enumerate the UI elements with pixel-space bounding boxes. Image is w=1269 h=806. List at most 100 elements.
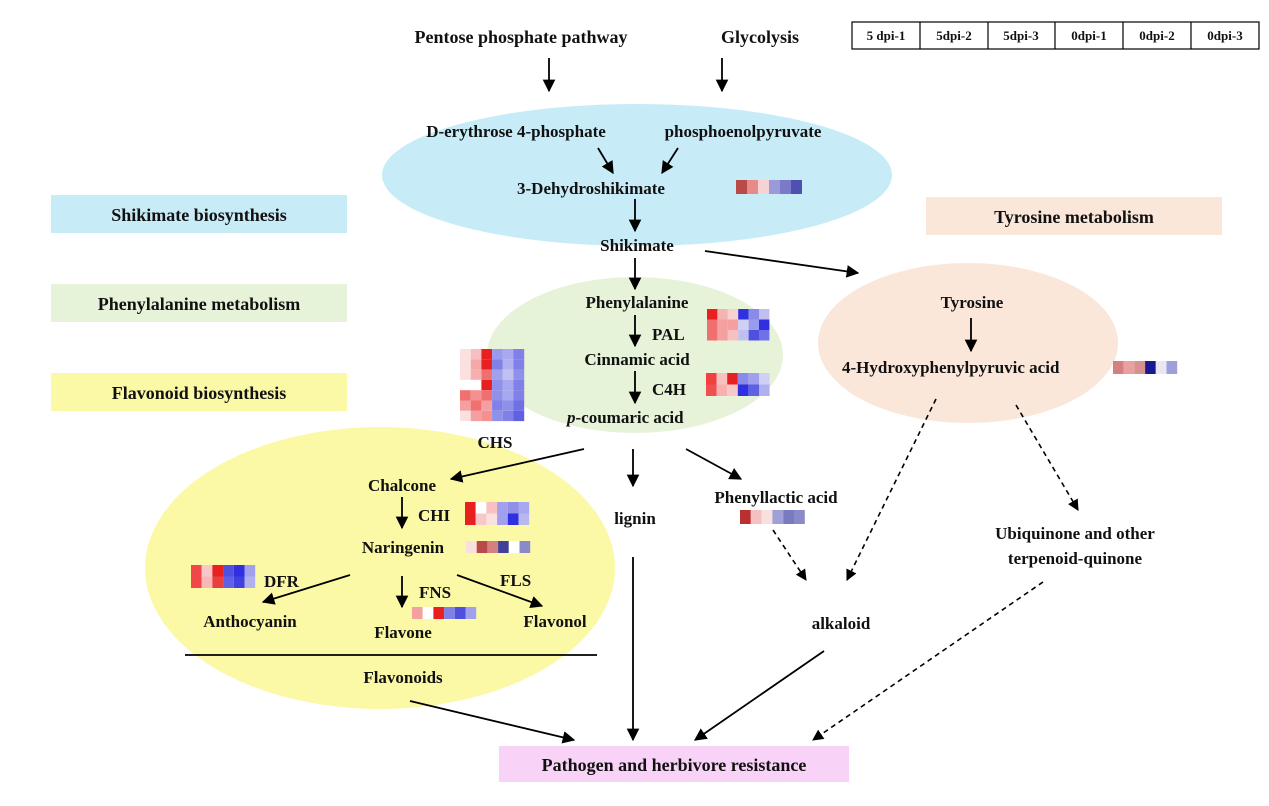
heatmap-cell (492, 349, 503, 360)
heatmap-cell (460, 390, 471, 401)
chs-label: CHS (478, 433, 513, 452)
heatmap-cell (497, 502, 508, 514)
heatmap-cell (513, 379, 525, 391)
sample-label: 0dpi-1 (1071, 28, 1106, 43)
heatmap-cell (460, 369, 471, 380)
heatmap-cell (727, 384, 738, 396)
heatmap-cell (191, 565, 202, 577)
phenyllactic-acid-label: Phenyllactic acid (714, 488, 838, 507)
heatmap-cell (470, 379, 482, 391)
heatmap-cell (759, 319, 770, 330)
heatmap-cell (513, 400, 525, 411)
heatmap-phenyllactic-acid (740, 510, 805, 524)
chalcone-label: Chalcone (368, 476, 436, 495)
heatmap-cell (244, 576, 256, 588)
heatmap-cell (481, 390, 493, 401)
heatmap-cell (470, 390, 482, 401)
heatmap-hppa (1113, 361, 1178, 374)
heatmap-cell (233, 576, 245, 588)
heatmap-cell (502, 349, 514, 360)
heatmap-cell (492, 369, 503, 380)
heatmap-cell (1113, 361, 1124, 374)
heatmap-cell (707, 309, 718, 320)
heatmap-cell (748, 330, 759, 341)
resistance-label: Pathogen and herbivore resistance (542, 755, 807, 775)
heatmap-cell (706, 384, 717, 396)
heatmap-cell (481, 349, 493, 360)
heatmap-cell (759, 373, 770, 385)
heatmap-cell (470, 400, 482, 411)
pentose-phosphate-label: Pentose phosphate pathway (414, 27, 627, 47)
heatmap-cell (470, 349, 482, 360)
heatmap-cell (444, 607, 455, 619)
flavonol-label: Flavonol (523, 612, 587, 631)
sample-header-table: 5 dpi-1 5dpi-2 5dpi-3 0dpi-1 0dpi-2 0dpi… (851, 21, 1260, 50)
heatmap-cell (460, 359, 471, 370)
solid-arrows (261, 58, 978, 744)
heatmap-dehydroshikimate (736, 180, 802, 194)
heatmap-cell (201, 576, 213, 588)
heatmap-cell (460, 410, 471, 422)
heatmap-cell (191, 576, 202, 588)
heatmap-cell (738, 309, 749, 320)
heatmap-cell (780, 180, 791, 194)
ubiquinone-label-line1: Ubiquinone and other (995, 524, 1155, 543)
heatmap-cell (1166, 361, 1178, 374)
heatmap-naringenin (466, 541, 531, 553)
heatmap-cell (454, 607, 466, 619)
heatmap-cell (740, 510, 751, 524)
heatmap-cell (481, 369, 493, 380)
heatmap-chs (460, 349, 525, 422)
legend-tyrosine-box (926, 197, 1222, 235)
heatmap-fns (412, 607, 477, 619)
pal-label: PAL (652, 325, 685, 344)
heatmap-cell (748, 373, 759, 385)
heatmap-cell (481, 359, 493, 370)
heatmap-cell (475, 513, 487, 525)
heatmap-cell (759, 309, 770, 320)
legend-flavonoid-box (51, 373, 347, 411)
heatmap-cell (465, 607, 477, 619)
heatmap-cell (513, 390, 525, 401)
heatmap-cell (492, 410, 503, 422)
heatmap-cell (513, 410, 525, 422)
glycolysis-label: Glycolysis (721, 27, 799, 47)
heatmap-cell (794, 510, 805, 524)
heatmap-cell (502, 359, 514, 370)
heatmap-cell (518, 513, 530, 525)
tyrosine-label: Tyrosine (941, 293, 1004, 312)
dfr-label: DFR (264, 572, 300, 591)
heatmap-cell (466, 541, 477, 553)
phenylalanine-label: Phenylalanine (586, 293, 689, 312)
heatmap-cell (736, 180, 747, 194)
e4p-label: D-erythrose 4-phosphate (426, 122, 606, 141)
heatmap-cell (748, 384, 759, 396)
heatmap-cell (201, 565, 213, 577)
shikimate-region (382, 104, 892, 246)
coumaric-name: -coumaric acid (576, 408, 685, 427)
heatmap-cell (727, 319, 739, 330)
heatmap-cell (716, 373, 728, 385)
heatmap-c4h (706, 373, 770, 396)
c4h-label: C4H (652, 380, 686, 399)
heatmap-cell (769, 180, 780, 194)
heatmap-cell (502, 369, 514, 380)
heatmap-cell (233, 565, 245, 577)
flavonoid-region (145, 427, 615, 709)
anthocyanin-label: Anthocyanin (203, 612, 297, 631)
heatmap-cell (758, 180, 769, 194)
heatmap-cell (223, 565, 234, 577)
sample-label: 5dpi-2 (936, 28, 971, 43)
tyrosine-region (818, 263, 1118, 423)
flavone-label: Flavone (374, 623, 432, 642)
resistance-box (499, 746, 849, 782)
coumaric-acid-label: p-coumaric acid (565, 408, 684, 427)
chi-label: CHI (418, 506, 451, 525)
fls-label: FLS (500, 571, 531, 590)
heatmap-cell (498, 541, 509, 553)
heatmap-cell (476, 541, 488, 553)
pep-label: phosphoenolpyruvate (665, 122, 822, 141)
lignin-label: lignin (614, 509, 656, 528)
legend-flavonoid-label: Flavonoid biosynthesis (112, 383, 287, 403)
heatmap-cell (716, 384, 728, 396)
